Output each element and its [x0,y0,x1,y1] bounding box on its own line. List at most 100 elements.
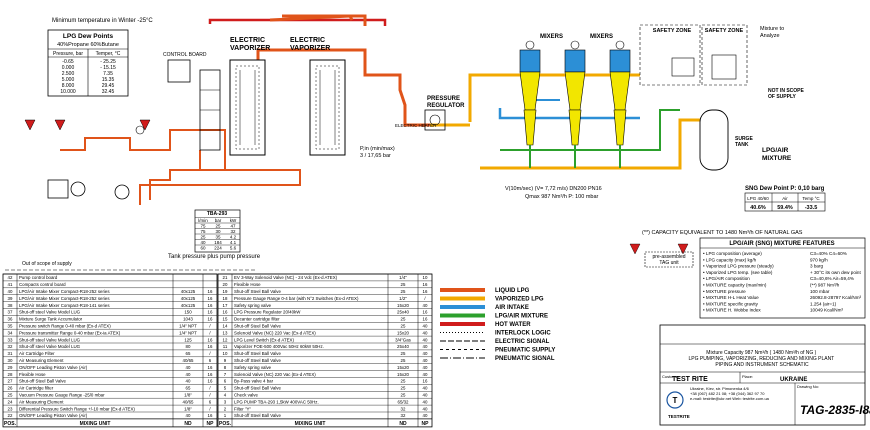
parts-cell: 41 [8,282,13,287]
legend-label: ELECTRIC SIGNAL [495,339,550,345]
parts-cell: 1 [224,413,227,418]
feature-value: 10049 Kcal/Nm³ [810,308,843,313]
parts-cell: 1/8" [184,406,192,411]
svg-text:pre-assembled: pre-assembled [652,254,685,260]
svg-text:LPG/AIR (SNG) MIXTURE FEATURES: LPG/AIR (SNG) MIXTURE FEATURES [729,241,834,247]
mixers-label-1: MIXERS [540,34,563,40]
feature-value: 26092.8-28797 Kcal/Nm³ [810,295,862,300]
parts-cell: 25 [401,317,406,322]
sng-dew-table: SNG Dew Point P: 0,10 barg LPG 40/60 Air… [744,186,826,212]
parts-cell: 31 [8,351,13,356]
vapor-header-pipe [282,14,367,26]
parts-cell: LPG/Air Intake Mixer Compact-R18-252 ser… [19,289,110,294]
parts-cell: 42 [8,275,13,280]
parts-cell: 25 [8,393,13,398]
parts-header: NP [207,421,215,427]
parts-cell: Pressure transmitter Range 0-40 mbar (Ex… [19,330,121,335]
svg-text:T: T [673,396,678,405]
parts-cell: 12 [223,337,228,342]
preassembled-note: pre-assembled TAG unit [629,243,694,268]
parts-cell: / [209,393,211,398]
customer-value: TEST RITE [672,376,708,383]
parts-cell: 16 [208,413,213,418]
feature-label: • LPG composition (average) [703,251,762,256]
parts-cell: 4 [224,393,227,398]
pin-note: P,in (min/max)3 / 17,65 bar [360,146,395,159]
mixers-label-2: MIXERS [590,34,613,40]
parts-cell: 28 [8,372,13,377]
lpg-pump [47,179,130,200]
parts-cell: Air Cartridge Filter [19,351,55,356]
parts-cell: 1/4" NPT [179,324,197,329]
legend-label: AIR INTAKE [495,305,529,311]
parts-cell: 2 [224,406,227,411]
parts-cell: / [209,386,211,391]
parts-cell: 13 [223,330,228,335]
qmax-note: Qmax 987 Nm³/h P: 100 mbar [525,194,599,200]
feature-label: • MIXTURE pressure [703,289,746,294]
parts-cell: 16 [423,289,428,294]
parts-cell: 25 [401,282,406,287]
parts-cell: 3 [224,399,227,404]
parts-cell: Shut-off Steel Ball Valve [234,351,281,356]
parts-cell: Safety spring valve [234,365,272,370]
feature-label: • MIXTURE H-L Heat Value [703,295,759,300]
feature-value: 970 kg/h [810,257,828,262]
parts-cell: 35 [8,324,13,329]
parts-cell: 32 [401,413,406,418]
title-block: Mixture Capacity 987 Nm³/h ( 1480 Nm³/h … [659,324,870,426]
parts-cell: 25 [401,289,406,294]
svg-text:SNG Dew Point P: 0,10 barg: SNG Dew Point P: 0,10 barg [745,186,825,192]
parts-cell: Flexible Hose [19,372,46,377]
dew-col2: Temper, °C [96,51,121,57]
parts-cell: 29 [8,365,13,370]
parts-cell: 40 [423,337,428,342]
parts-cell: 10 [223,351,228,356]
parts-cell: 27 [8,379,13,384]
drawing-number: TAG-2835-I8a [800,403,870,417]
tba-cell: l/min [198,218,208,223]
parts-cell: 16 [208,310,213,315]
parts-cell: LPG Level Switch (Ex-d ATEX) [234,337,294,342]
parts-cell: 40/65 [183,399,195,404]
parts-cell: 17 [223,303,228,308]
parts-cell: 40 [423,303,428,308]
parts-cell: 40 [423,406,428,411]
tba-cell: 75 [200,224,206,229]
out-of-scope-note: Out of scope of supply [22,261,72,267]
parts-cell: 16 [423,310,428,315]
feature-label: • MIXTURE H. Wobbe Index [703,308,761,313]
dew-subtitle: 40%Propane 60%Butane [57,42,119,48]
parts-cell: 65 [186,386,191,391]
dew-col1: Pressure, bar [53,51,83,57]
parts-cell: Air Measuring Element [19,399,64,404]
tba-cell: 75 [200,229,206,234]
legend-label: LPG/AIR MIXTURE [495,314,548,320]
parts-header: POS. [4,421,17,427]
parts-cell: 24 [8,399,13,404]
mixer-2 [564,40,586,168]
parts-header: ND [399,421,407,427]
parts-cell: 32 [401,406,406,411]
tba-cell: 35 [215,235,221,240]
dew-cell: 32.45 [102,89,115,95]
parts-cell: 1/2" [399,296,407,301]
parts-cell: 7 [224,372,227,377]
parts-cell: 40 [423,330,428,335]
svg-text:CONTROL BOARD: CONTROL BOARD [163,52,207,58]
feature-value: C3=40% C4=60% [810,251,847,256]
safety-valve-icon [24,119,36,131]
parts-cell: / [424,296,426,301]
dew-cell: 10.000 [60,89,76,95]
svg-text:SAFETY ZONE: SAFETY ZONE [705,28,744,34]
parts-header: ND [184,421,192,427]
parts-cell: Shut-off Steel Ball Valve [234,413,281,418]
svg-text:Place:: Place: [742,374,753,379]
parts-cell: 40 [423,372,428,377]
